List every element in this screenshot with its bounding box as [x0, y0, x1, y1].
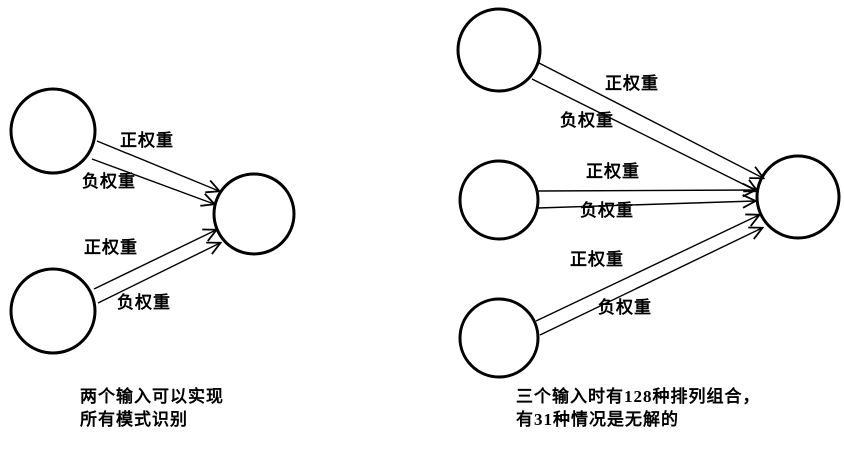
left-pos-weight-label-1: 正权重 — [120, 131, 174, 150]
right-caption-line-1: 三个输入时有128种排列组合， — [516, 387, 761, 406]
left-neg-weight-label-2: 负权重 — [117, 293, 171, 312]
right-input-node-1 — [456, 7, 542, 93]
right-caption-line-2: 有31种情况是无解的 — [516, 410, 679, 429]
left-arrow-neg2 — [97, 243, 220, 304]
right-neg-weight-label-1: 负权重 — [560, 111, 614, 130]
right-pos-weight-label-1: 正权重 — [605, 74, 659, 93]
right-arrow-neg3 — [539, 228, 762, 336]
right-input-node-2 — [458, 159, 540, 241]
left-input-node-2 — [9, 267, 97, 355]
right-arrow-neg1 — [531, 78, 757, 191]
right-output-node — [755, 154, 841, 240]
left-output-node — [212, 172, 296, 256]
left-arrow-pos2 — [93, 230, 216, 290]
right-neg-weight-label-3: 负权重 — [598, 298, 652, 317]
right-arrow-pos2 — [537, 190, 755, 191]
right-arrow-pos1 — [538, 62, 763, 178]
left-pos-weight-label-2: 正权重 — [84, 238, 138, 257]
left-caption-line-2: 所有模式识别 — [80, 410, 188, 429]
right-pos-weight-label-2: 正权重 — [586, 162, 640, 181]
right-arrow-neg2 — [537, 201, 755, 209]
left-caption-line-1: 两个输入可以实现 — [80, 387, 224, 406]
left-arrow-pos1 — [96, 140, 219, 191]
left-neg-weight-label-1: 负权重 — [82, 172, 136, 191]
right-pos-weight-label-3: 正权重 — [570, 250, 624, 269]
left-input-node-1 — [9, 87, 97, 175]
right-input-node-3 — [458, 297, 540, 379]
right-neg-weight-label-2: 负权重 — [580, 201, 634, 220]
right-arrow-pos3 — [535, 215, 759, 322]
left-arrow-neg1 — [91, 158, 214, 204]
